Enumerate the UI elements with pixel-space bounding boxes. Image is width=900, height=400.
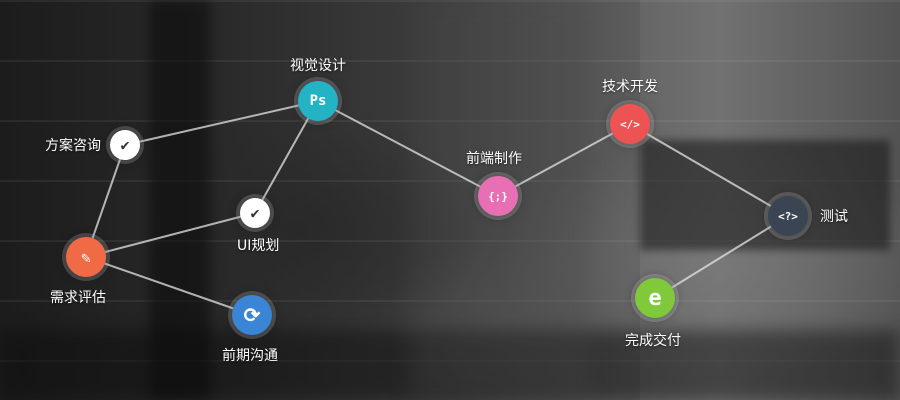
node-glyph: ✎: [81, 247, 91, 267]
connector-line: [254, 100, 319, 214]
connector-line: [654, 215, 789, 299]
connector-line: [497, 123, 631, 197]
node-label: 视觉设计: [290, 58, 346, 74]
node-glyph: </>: [620, 117, 640, 131]
node-label: 前端制作: [466, 151, 522, 167]
node-glyph: ⟳: [243, 303, 261, 327]
code-window-icon: </>: [610, 104, 650, 144]
node-glyph: <?>: [778, 209, 798, 223]
node-label: 完成交付: [625, 333, 681, 349]
monitor-edit-icon: ✎: [66, 237, 106, 277]
connector-line: [85, 256, 253, 316]
node-glyph: e: [648, 285, 662, 311]
node-label: 前期沟通: [222, 348, 278, 364]
photoshop-icon: Ps: [298, 81, 338, 121]
node-glyph: ✔: [120, 136, 130, 154]
node-label: 技术开发: [602, 79, 658, 95]
node-glyph: {;}: [488, 189, 508, 203]
node-label: 需求评估: [50, 290, 106, 306]
letter-e-icon: e: [635, 278, 675, 318]
node-glyph: Ps: [309, 93, 327, 109]
test-window-icon: <?>: [768, 196, 808, 236]
node-label: 测试: [820, 209, 848, 225]
node-label: UI规划: [237, 238, 280, 254]
connector-line: [124, 100, 319, 146]
connector-line: [629, 123, 789, 217]
connector-line: [317, 100, 499, 197]
check-icon: ✔: [240, 198, 270, 228]
node-glyph: ✔: [250, 204, 260, 222]
code-file-icon: {;}: [478, 176, 518, 216]
node-label: 方案咨询: [45, 138, 101, 154]
connector-line: [85, 212, 256, 258]
refresh-icon: ⟳: [232, 295, 272, 335]
check-icon: ✔: [110, 130, 140, 160]
